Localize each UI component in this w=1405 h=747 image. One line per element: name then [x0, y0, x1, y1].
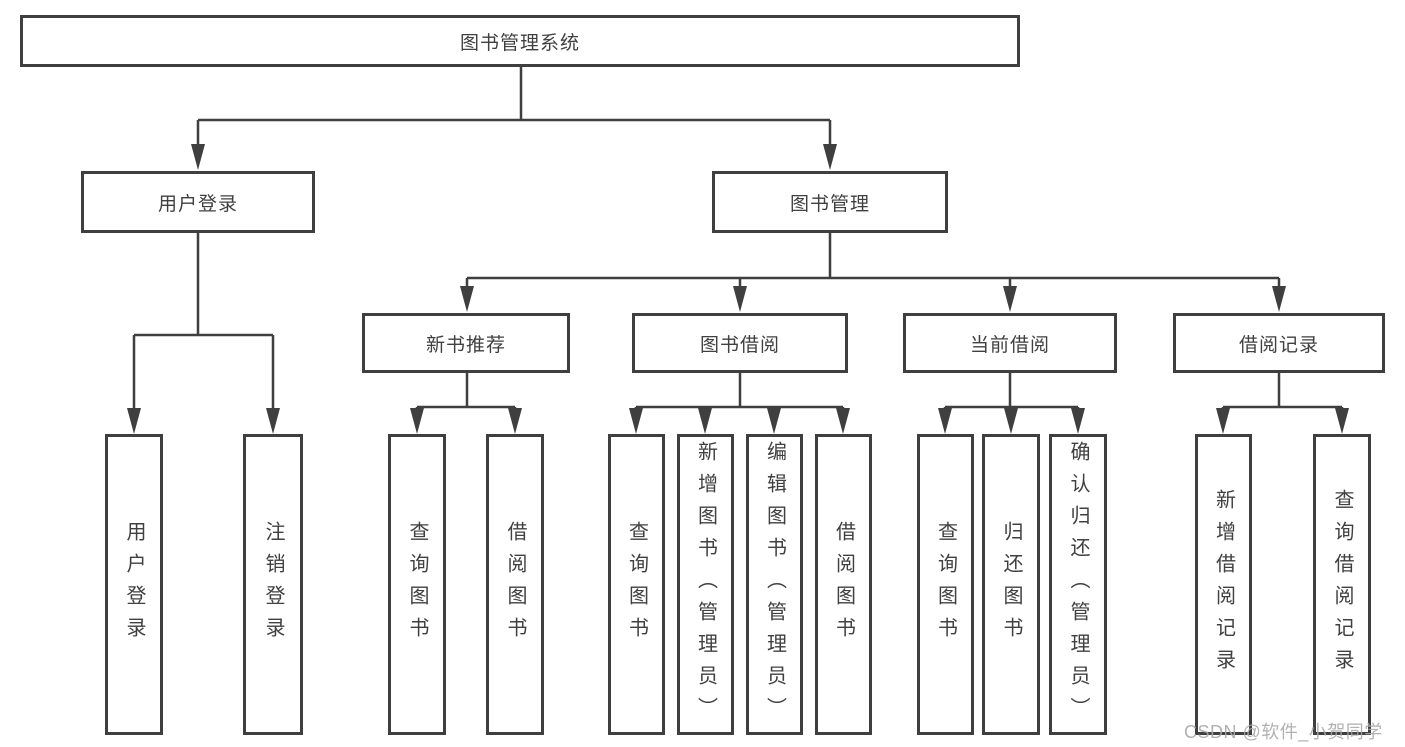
leaf-label: 查询借阅记录	[1331, 488, 1353, 681]
leaf-query-borrow-record: 查询借阅记录	[1313, 434, 1371, 735]
leaf-query-books-borrow: 查询图书	[608, 434, 665, 735]
node-book-management-branch: 图书管理	[712, 171, 948, 233]
leaf-label: 借阅图书	[504, 520, 526, 649]
leaf-label: 查询图书	[406, 520, 428, 649]
node-label: 当前借阅	[969, 334, 1050, 356]
connector-borrow-to-leaves	[634, 373, 845, 424]
arrow-icon	[823, 144, 837, 170]
leaf-label: 新增图书（管理员）	[694, 440, 717, 729]
arrow-icon	[1003, 286, 1017, 312]
leaf-label: 注销登录	[262, 520, 284, 649]
leaf-logout: 注销登录	[243, 434, 303, 735]
arrow-icon	[698, 408, 712, 434]
leaf-user-login: 用户登录	[105, 434, 163, 735]
leaf-edit-books-admin: 编辑图书（管理员）	[746, 434, 803, 735]
connector-newbook-to-leaves	[415, 373, 517, 424]
node-current-borrowing: 当前借阅	[903, 313, 1117, 373]
arrow-icon	[460, 286, 474, 312]
connector-root-to-level2	[196, 67, 832, 160]
node-label: 借阅记录	[1238, 334, 1319, 356]
connector-bookmgmt-to-level3	[465, 233, 1281, 302]
node-library-management-system: 图书管理系统	[20, 15, 1020, 67]
arrow-icon	[1004, 408, 1018, 434]
arrow-icon	[1335, 408, 1349, 434]
arrow-icon	[1071, 408, 1085, 434]
leaf-query-books-current: 查询图书	[917, 434, 974, 735]
leaf-add-books-admin: 新增图书（管理员）	[677, 434, 734, 735]
leaf-query-books-recommend: 查询图书	[388, 434, 446, 735]
node-label: 图书借阅	[699, 334, 780, 356]
node-new-book-recommendation: 新书推荐	[362, 313, 570, 373]
leaf-label: 确认归还（管理员）	[1067, 440, 1089, 729]
arrow-icon	[767, 408, 781, 434]
leaf-confirm-return-admin: 确认归还（管理员）	[1049, 434, 1107, 735]
node-borrowing-records: 借阅记录	[1173, 313, 1385, 373]
leaf-label: 新增借阅记录	[1212, 488, 1235, 681]
node-user-login-branch: 用户登录	[81, 171, 315, 233]
arrow-icon	[733, 286, 747, 312]
node-label: 新书推荐	[425, 334, 506, 356]
arrow-icon	[508, 408, 522, 434]
connector-userlogin-to-leaves	[132, 233, 275, 424]
arrow-icon	[410, 408, 424, 434]
csdn-watermark: CSDN @软件_小贺同学	[1184, 722, 1383, 742]
arrow-icon	[1272, 286, 1286, 312]
connector-records-to-leaves	[1221, 373, 1344, 424]
node-book-borrowing: 图书借阅	[632, 313, 848, 373]
arrow-icon	[629, 408, 643, 434]
leaf-label: 编辑图书（管理员）	[763, 440, 786, 729]
leaf-label: 查询图书	[625, 520, 648, 649]
arrow-icon	[266, 408, 280, 434]
node-label: 图书管理系统	[459, 32, 580, 54]
arrow-icon	[127, 408, 141, 434]
leaf-add-borrow-record: 新增借阅记录	[1195, 434, 1252, 735]
leaf-label: 归还图书	[1000, 520, 1022, 649]
leaf-return-books: 归还图书	[982, 434, 1040, 735]
arrow-icon	[1216, 408, 1230, 434]
leaf-borrow-books-recommend: 借阅图书	[486, 434, 544, 735]
leaf-label: 借阅图书	[832, 520, 855, 649]
connector-current-to-leaves	[943, 373, 1080, 424]
leaf-label: 查询图书	[934, 520, 957, 649]
arrow-icon	[836, 408, 850, 434]
arrow-icon	[938, 408, 952, 434]
node-label: 图书管理	[789, 193, 870, 215]
leaf-label: 用户登录	[123, 520, 145, 649]
node-label: 用户登录	[157, 193, 238, 215]
leaf-borrow-books: 借阅图书	[815, 434, 872, 735]
arrow-icon	[191, 144, 205, 170]
